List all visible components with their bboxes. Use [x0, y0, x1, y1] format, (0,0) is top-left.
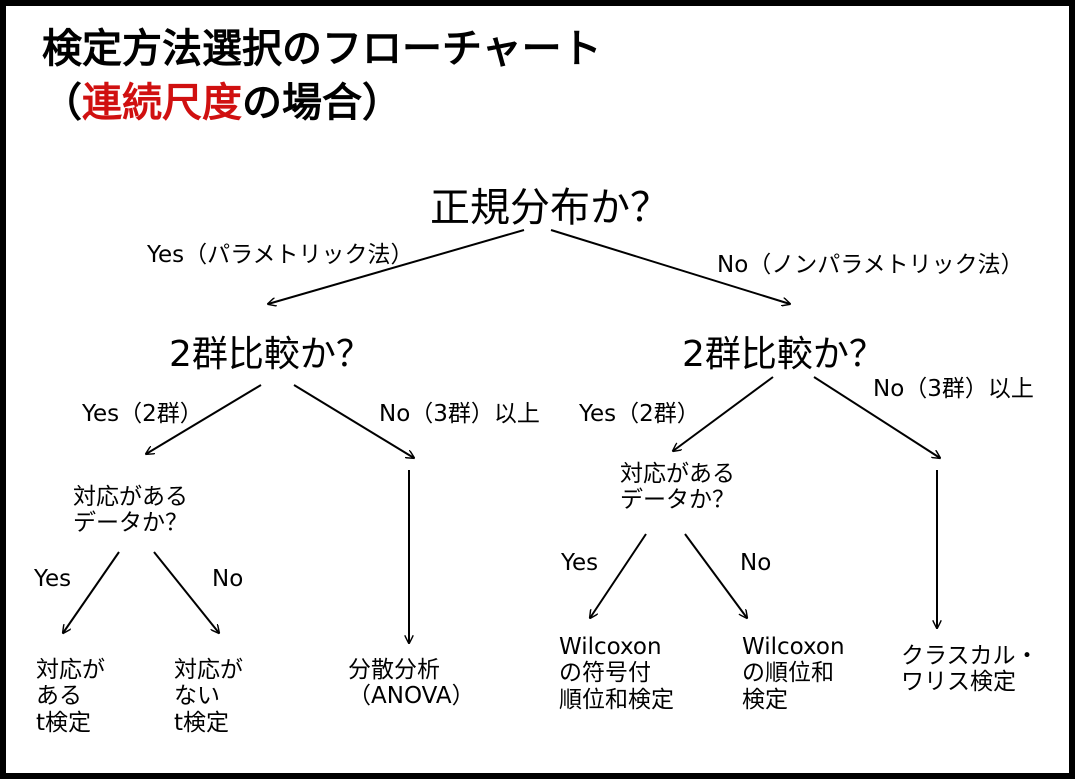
left-yes-label: Yes（2群） [82, 401, 203, 427]
arrow-root-to-left [268, 229, 525, 304]
result-unpaired-t-test: 対応が ない t検定 [174, 657, 243, 736]
arrow-root-to-right [550, 229, 790, 304]
root-yes-label: Yes（パラメトリック法） [147, 242, 414, 268]
result-wilcoxon-signed-rank: Wilcoxon の符号付 順位和検定 [559, 634, 674, 713]
arrow-left-to-paired [146, 384, 262, 454]
arrow-right-paired-yes [590, 533, 647, 618]
right-question: 2群比較か？ [682, 334, 885, 375]
arrow-left-paired-yes [63, 551, 120, 633]
arrow-right-paired-no [684, 533, 747, 618]
flowchart-arrows [6, 229, 1069, 773]
arrow-right-to-paired [673, 376, 774, 451]
title-line-1: 検定方法選択のフローチャート [42, 26, 602, 72]
title-highlight: 連続尺度 [82, 80, 242, 126]
right-paired-no-label: No [740, 550, 772, 576]
result-wilcoxon-rank-sum: Wilcoxon の順位和 検定 [742, 634, 845, 713]
left-no-label: No（3群）以上 [379, 401, 540, 427]
left-question: 2群比較か？ [169, 334, 372, 375]
right-no-label: No（3群）以上 [873, 376, 1034, 402]
left-paired-yes-label: Yes [34, 566, 72, 592]
right-paired-question: 対応がある データか？ [620, 461, 735, 514]
title-paren-open: （ [42, 80, 82, 126]
left-paired-no-label: No [212, 566, 244, 592]
root-no-label: No（ノンパラメトリック法） [717, 252, 1024, 278]
arrow-left-to-multi [293, 384, 414, 458]
right-yes-label: Yes（2群） [579, 401, 700, 427]
arrow-left-paired-no [153, 551, 219, 633]
left-paired-question: 対応がある データか？ [73, 484, 188, 537]
result-anova: 分散分析 （ANOVA） [348, 657, 475, 710]
result-paired-t-test: 対応が ある t検定 [36, 657, 105, 736]
right-paired-yes-label: Yes [561, 550, 599, 576]
root-question: 正規分布か？ [430, 185, 670, 231]
arrow-right-to-multi [813, 376, 940, 458]
title-rest: の場合） [242, 80, 402, 126]
result-kruskal-wallis: クラスカル・ ワリス検定 [901, 643, 1039, 696]
title-line-2: （連続尺度の場合） [42, 80, 402, 126]
